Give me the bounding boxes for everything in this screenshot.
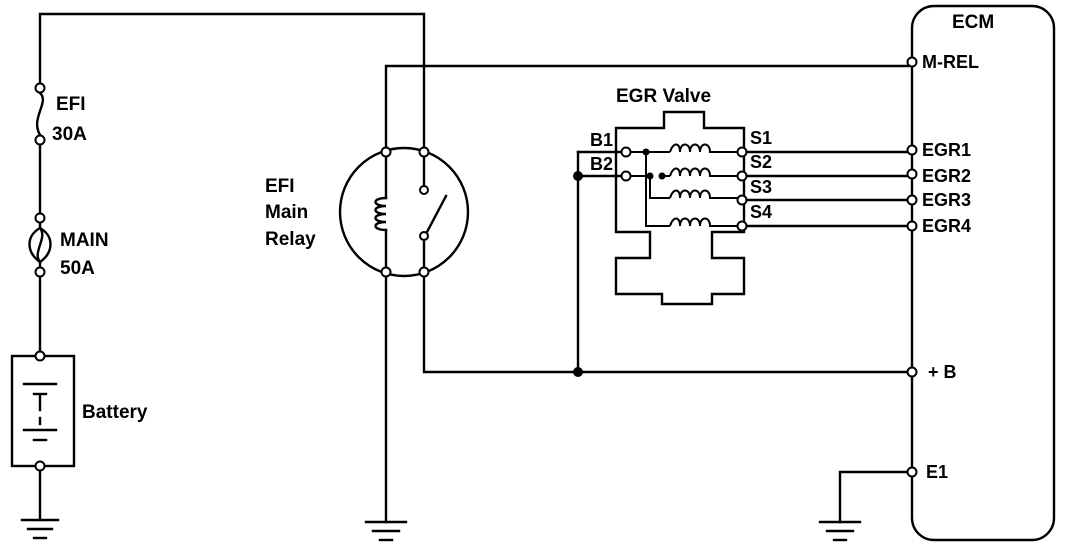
battery: Battery <box>10 350 148 472</box>
relay-label-1: EFI <box>265 176 295 197</box>
egr-valve: EGR Valve B1 B2 S1 S2 S3 S4 <box>590 86 772 306</box>
efi-fuse-label: EFI <box>56 94 86 115</box>
supply-line <box>38 12 426 522</box>
ground-relay <box>364 520 408 542</box>
ecm-pin-m-rel: M-REL <box>922 52 979 72</box>
ecm-pin-egr2: EGR2 <box>922 166 971 186</box>
egr-valve-title: EGR Valve <box>616 86 711 107</box>
main-fuse-label: MAIN <box>60 230 109 251</box>
battery-label: Battery <box>82 402 148 423</box>
ecm-title: ECM <box>952 12 994 33</box>
ground-battery <box>20 518 60 540</box>
efi-main-relay: EFI Main Relay <box>265 146 470 278</box>
ecm-pin-egr1: EGR1 <box>922 140 971 160</box>
ecm: ECM M-REL EGR1 EGR2 EGR3 EGR4 + B E1 <box>906 4 1056 542</box>
ecm-pin-e1: E1 <box>926 462 948 482</box>
pin-s3: S3 <box>750 177 772 197</box>
relay-label-3: Relay <box>265 229 316 250</box>
pin-s4: S4 <box>750 202 772 222</box>
main-fuse-50a: MAIN 50A <box>28 212 109 279</box>
ecm-pin-plus-b: + B <box>928 362 957 382</box>
efi-fuse-30a: EFI 30A <box>34 82 87 146</box>
ecm-pin-egr3: EGR3 <box>922 190 971 210</box>
relay-wiring <box>384 64 910 524</box>
efi-fuse-rating: 30A <box>52 124 87 145</box>
egr-signal-wires <box>745 150 910 228</box>
ground-ecm <box>818 470 909 542</box>
relay-label-2: Main <box>265 202 308 223</box>
ecm-pin-egr4: EGR4 <box>922 216 971 236</box>
pin-b1: B1 <box>590 130 613 150</box>
pin-s1: S1 <box>750 128 772 148</box>
pin-s2: S2 <box>750 152 772 172</box>
main-fuse-rating: 50A <box>60 258 95 279</box>
pin-b2: B2 <box>590 154 613 174</box>
